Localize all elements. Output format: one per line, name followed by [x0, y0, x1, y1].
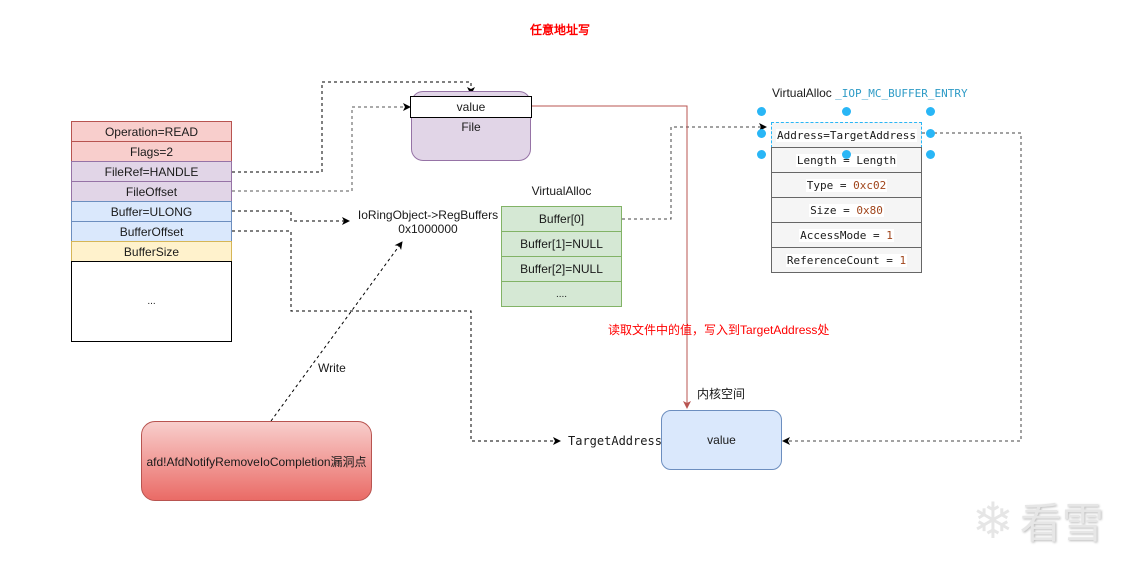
selection-handle[interactable]: [757, 150, 766, 159]
selection-handle[interactable]: [926, 107, 935, 116]
buffer-row[interactable]: Buffer[2]=NULL: [501, 256, 622, 282]
regbuffers-address: 0x1000000: [398, 222, 458, 236]
selection-handle[interactable]: [926, 129, 935, 138]
field-bufferoffset[interactable]: BufferOffset: [71, 221, 232, 242]
field-rest[interactable]: ...: [71, 261, 232, 342]
connector-buffer0-to-address: [622, 123, 767, 220]
connector-write: [270, 241, 403, 422]
buffer-row[interactable]: Buffer[1]=NULL: [501, 231, 622, 257]
connector-buffer-to-regbuffers: [232, 210, 350, 225]
target-address-label: TargetAddress: [568, 434, 662, 448]
field-buffersize[interactable]: BufferSize: [71, 241, 232, 262]
selection-handle[interactable]: [926, 150, 935, 159]
snowflake-icon: ❄: [972, 492, 1014, 549]
buffer-entry-title: VirtualAlloc _IOP_MC_BUFFER_ENTRY: [772, 86, 968, 100]
entry-row-type[interactable]: Type = 0xc02: [771, 172, 922, 198]
vulnerability-box[interactable]: afd!AfdNotifyRemoveIoCompletion漏洞点: [141, 421, 372, 501]
diagram-title: 任意地址写: [529, 23, 590, 37]
virtualalloc-buffers-title: VirtualAlloc: [531, 184, 592, 198]
write-label: Write: [318, 361, 346, 375]
regbuffers-label: IoRingObject->RegBuffers 0x1000000: [353, 208, 503, 236]
field-fileref[interactable]: FileRef=HANDLE: [71, 161, 232, 182]
kernel-value-box[interactable]: value: [661, 410, 782, 470]
selection-handle[interactable]: [757, 129, 766, 138]
buffer-entry-alloc-label: VirtualAlloc: [772, 86, 832, 100]
buffer-row[interactable]: ....: [501, 281, 622, 307]
buffer-entry-struct-name: _IOP_MC_BUFFER_ENTRY: [835, 87, 968, 100]
selection-handle[interactable]: [842, 150, 851, 159]
connector-fileoffset-to-value: [232, 103, 411, 192]
file-label: File: [461, 120, 481, 134]
field-buffer[interactable]: Buffer=ULONG: [71, 201, 232, 222]
read-write-annotation: 读取文件中的值，写入到TargetAddress处: [608, 323, 830, 337]
field-fileoffset[interactable]: FileOffset: [71, 181, 232, 202]
entry-row-accessmode[interactable]: AccessMode = 1: [771, 222, 922, 248]
field-operation[interactable]: Operation=READ: [71, 121, 232, 142]
regbuffers-name: IoRingObject->RegBuffers: [357, 208, 499, 222]
kernel-space-label: 内核空间: [697, 387, 746, 401]
watermark-text: 看雪: [1019, 500, 1104, 547]
selection-handle[interactable]: [842, 107, 851, 116]
buffer-row[interactable]: Buffer[0]: [501, 206, 622, 232]
entry-row-address[interactable]: Address=TargetAddress: [771, 122, 922, 148]
watermark: ❄ 看雪: [972, 490, 1104, 551]
entry-row-size[interactable]: Size = 0x80: [771, 197, 922, 223]
entry-row-referencecount[interactable]: ReferenceCount = 1: [771, 247, 922, 273]
field-flags[interactable]: Flags=2: [71, 141, 232, 162]
file-value-field[interactable]: value: [410, 96, 532, 118]
selection-handle[interactable]: [757, 107, 766, 116]
